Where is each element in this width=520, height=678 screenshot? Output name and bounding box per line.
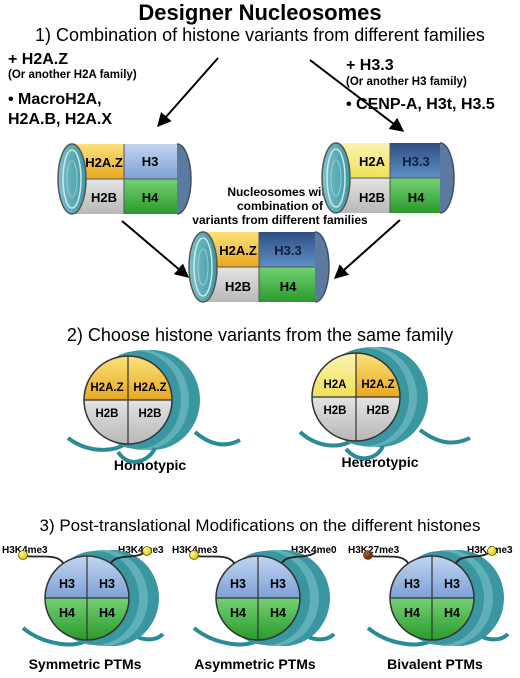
nucleosome-cylinder-left: H2A.Z H3 H2B H4	[57, 143, 192, 215]
symmetric-mark-right: H3K4me3	[118, 545, 164, 556]
histone-h4-right	[432, 598, 474, 640]
histone-tail-left	[195, 555, 235, 564]
histone-h4-left	[216, 598, 258, 640]
asymmetric-tl: H3	[230, 577, 246, 591]
bivalent-mark-left: H3K27me3	[348, 545, 400, 556]
bivalent-tl: H3	[404, 577, 420, 591]
section2-heading: 2) Choose histone variants from the same…	[66, 325, 454, 345]
symmetric-br: H4	[99, 606, 115, 620]
histone-tail-left	[24, 555, 64, 564]
symmetric-caption: Symmetric PTMs	[28, 656, 142, 672]
histone-h4-right	[87, 598, 129, 640]
right-variant-list: • CENP-A, H3t, H3.5	[346, 96, 495, 113]
left-variant-list-2: H2A.B, H2A.X	[8, 111, 113, 128]
asymmetric-caption: Asymmetric PTMs	[194, 656, 316, 672]
cyl-right-br: H4	[408, 190, 425, 205]
cyl-left-br: H4	[142, 190, 159, 205]
center-caption-line2: combination of	[237, 199, 323, 213]
heterotypic-nucleosome: H2A H2A.Z H2B H2B	[298, 347, 471, 461]
nucleosome-cylinder-right: H2A H3.3 H2B H4	[321, 142, 455, 214]
heterotypic-bl: H2B	[323, 405, 346, 417]
histone-h4-left	[45, 598, 87, 640]
histone-h4-right	[258, 598, 300, 640]
cyl-right-tr: H3.3	[402, 154, 429, 169]
symmetric-tr: H3	[99, 577, 115, 591]
arrow-left-top	[157, 57, 219, 128]
section1-heading: 1) Combination of histone variants from …	[35, 25, 485, 45]
histone-h3-left	[216, 556, 258, 598]
histone-tail-right	[455, 551, 491, 564]
bivalent-caption: Bivalent PTMs	[387, 656, 483, 672]
cyl-right-bl: H2B	[359, 190, 385, 205]
homotypic-bl: H2B	[95, 408, 118, 420]
homotypic-nucleosome: H2A.Z H2A.Z H2B H2B	[66, 350, 241, 464]
cyl-center-tr: H3.3	[274, 243, 301, 258]
symmetric-tl: H3	[59, 577, 75, 591]
bivalent-br: H4	[444, 606, 460, 620]
cyl-center-br: H4	[280, 279, 297, 294]
arrow-right-center	[333, 219, 401, 279]
center-caption-line1: Nucleosomes with	[227, 185, 333, 199]
histone-h3-right	[87, 556, 129, 598]
center-caption-line3: variants from different families	[192, 213, 368, 227]
histone-h3-right	[258, 556, 300, 598]
right-variant-family-note: (Or another H3 family)	[346, 76, 467, 88]
heterotypic-tl: H2A	[323, 379, 346, 391]
cyl-left-bl: H2B	[91, 190, 117, 205]
asymmetric-bl: H4	[230, 606, 246, 620]
arrow-left-center	[121, 220, 190, 278]
figure-title: Designer Nucleosomes	[138, 0, 382, 25]
histone-tail-right	[281, 551, 317, 564]
asymmetric-br: H4	[270, 606, 286, 620]
cyl-center-bl: H2B	[225, 279, 251, 294]
histone-h4-left	[390, 598, 432, 640]
symmetric-bl: H4	[59, 606, 75, 620]
histone-tail-right	[110, 551, 146, 564]
ptm-mark-right	[142, 546, 152, 556]
cyl-left-tr: H3	[142, 154, 159, 169]
left-variant-family-note: (Or another H2A family)	[8, 69, 137, 81]
cyl-left-tl: H2A.Z	[85, 155, 123, 170]
cyl-center-tl: H2A.Z	[219, 243, 257, 258]
histone-tail-left	[369, 555, 409, 564]
homotypic-tr: H2A.Z	[133, 382, 166, 394]
histone-h3-left	[45, 556, 87, 598]
cyl-right-tl: H2A	[359, 154, 386, 169]
heterotypic-br: H2B	[366, 405, 389, 417]
ptm-mark-left	[363, 550, 373, 560]
ptm-mark-left	[189, 550, 199, 560]
bivalent-tr: H3	[444, 577, 460, 591]
arrow-right-top	[309, 59, 405, 132]
histone-h3-right	[432, 556, 474, 598]
asymmetric-tr: H3	[270, 577, 286, 591]
left-variant-list-1: • MacroH2A,	[8, 91, 102, 108]
heterotypic-tr: H2A.Z	[361, 379, 394, 391]
bivalent-bl: H4	[404, 606, 420, 620]
ptm-mark-left	[18, 550, 28, 560]
nucleosome-cylinder-center: H2A.Z H3.3 H2B H4	[188, 231, 330, 303]
ptm-mark-right	[487, 546, 497, 556]
section3-heading: 3) Post-translational Modifications on t…	[39, 516, 481, 535]
homotypic-tl: H2A.Z	[90, 382, 123, 394]
homotypic-br: H2B	[138, 408, 161, 420]
asymmetric-mark-right: H3K4me0	[291, 545, 337, 556]
right-variant-h33: + H3.3	[346, 57, 394, 74]
histone-h3-left	[390, 556, 432, 598]
left-variant-h2az: + H2A.Z	[8, 51, 69, 68]
